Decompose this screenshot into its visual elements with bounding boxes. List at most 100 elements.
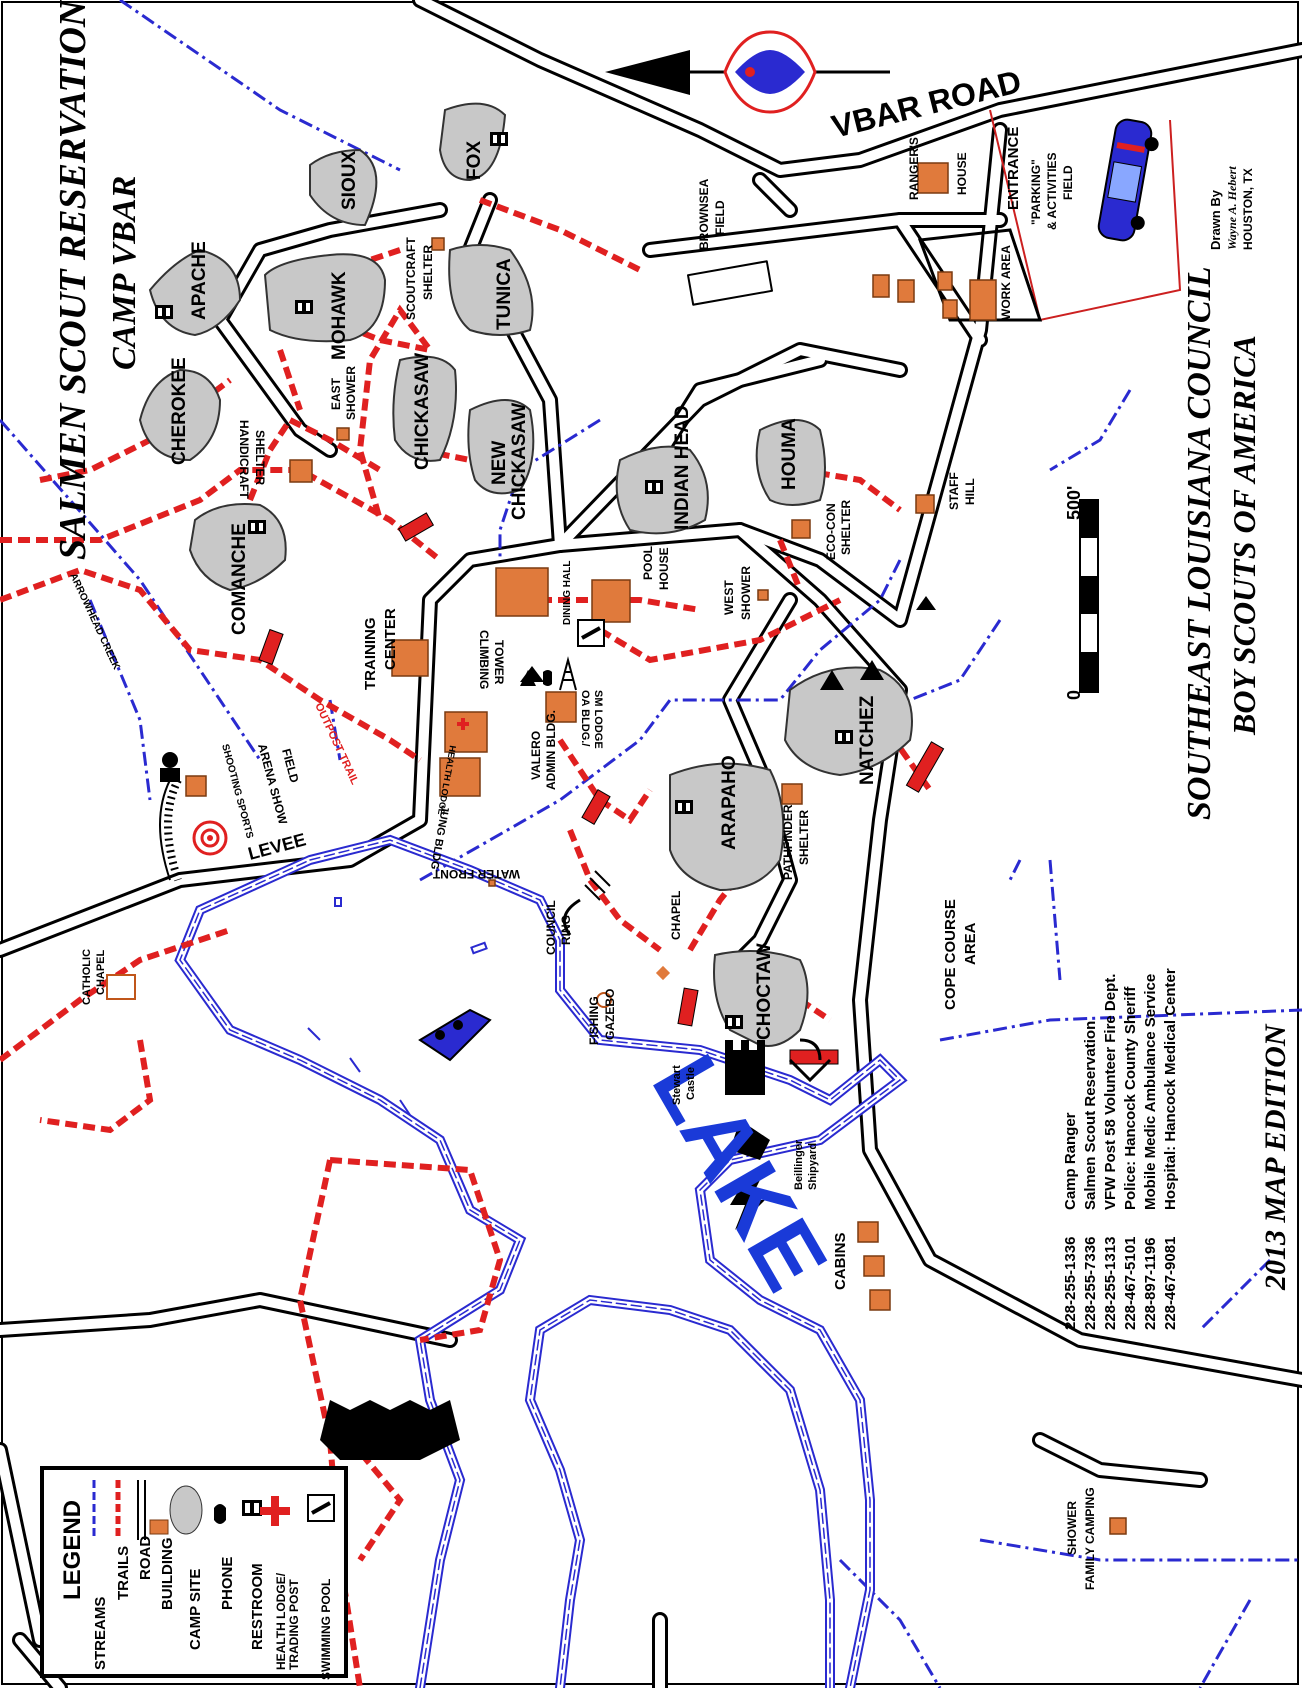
building-dining-hall	[495, 567, 549, 617]
car-icon	[1097, 118, 1159, 242]
building-chapel-marker	[655, 965, 671, 981]
title-reservation: SALMEN SCOUT RESERVATION	[52, 0, 94, 560]
contact-number: 228-255-1313	[1102, 1237, 1119, 1330]
building-catholic-chapel	[106, 974, 136, 1000]
boat-icon	[418, 1008, 492, 1062]
legend-building: BUILDING	[159, 1538, 176, 1611]
label-dining-hall: DINING HALL	[562, 561, 573, 625]
restroom-icons	[155, 132, 853, 1029]
legend-phone: PHONE	[219, 1557, 236, 1610]
building-cabin-3	[869, 1289, 891, 1311]
building-jung	[439, 757, 481, 797]
label-oa-bldg: OA BLDG./	[579, 690, 591, 746]
contact-number: 228-255-7336	[1082, 1237, 1099, 1330]
label-cherokee: CHEROKEE	[169, 357, 190, 465]
label-brownsea: BROWNSEA	[697, 178, 711, 250]
label-sm-lodge: SM LODGE	[592, 690, 604, 749]
label-sioux: SIOUX	[339, 151, 360, 210]
first-aid-icon	[457, 718, 469, 730]
scale-bar: 0 500'	[1064, 486, 1099, 700]
label-shipyard: Shipyard	[807, 1143, 819, 1190]
label-natchez: NATCHEZ	[857, 695, 878, 785]
label-parking: "PARKING"	[1029, 159, 1043, 225]
contact-name: Salmen Scout Reservation	[1082, 1021, 1099, 1210]
label-rangers-house: HOUSE	[955, 152, 969, 195]
scale-max: 500'	[1064, 486, 1084, 520]
campsite-natchez	[783, 666, 913, 777]
label-fox: FOX	[464, 141, 485, 180]
shipyard-icon	[730, 1120, 770, 1230]
contact-number: 228-255-1336	[1062, 1237, 1079, 1330]
author-name: Wayne A. Hebert	[1225, 166, 1239, 250]
building-work-3	[937, 271, 953, 291]
label-admin-bldg: ADMIN BLDG.	[544, 710, 558, 790]
building-oa	[545, 691, 577, 723]
contact-number: 228-467-9081	[1162, 1237, 1179, 1330]
legend-restroom: RESTROOM	[249, 1563, 266, 1650]
chevrons-icon	[584, 870, 611, 901]
canoe-group-icon	[320, 1400, 460, 1460]
label-beillinger: Beillinger	[793, 1139, 805, 1190]
label-west: WEST	[722, 580, 736, 615]
campsite-chickasaw	[392, 355, 457, 462]
label-parking-field: FIELD	[1061, 165, 1075, 200]
label-shower: SHOWER	[1065, 1501, 1079, 1555]
legend: LEGEND STREAMS TRAILS ROAD BUILDING CAMP…	[40, 1466, 348, 1680]
campsite-mohawk	[263, 253, 387, 343]
label-cope-area: AREA	[962, 922, 979, 965]
label-cabins: CABINS	[832, 1232, 849, 1290]
legend-trading-post: TRADING POST	[287, 1579, 301, 1670]
label-training: TRAINING	[362, 618, 379, 691]
label-east: EAST	[329, 377, 343, 410]
label-fishing: FISHING	[587, 996, 601, 1045]
label-gazebo: GAZEBO	[603, 989, 617, 1040]
restroom-icon	[248, 520, 266, 534]
label-scoutcraft-shelter: SHELTER	[421, 245, 435, 300]
label-comanche: COMANCHE	[229, 523, 250, 635]
label-pool: POOL	[641, 546, 655, 580]
label-rangers: RANGER'S	[907, 137, 921, 200]
place-labels: BROWNSEA FIELD RANGER'S HOUSE ENTRANCE "…	[67, 127, 1097, 1590]
building-west-shower	[757, 589, 769, 601]
label-climbing: CLIMBING	[477, 630, 491, 689]
legend-swimming-pool: SWIMMING POOL	[319, 1579, 333, 1680]
label-houma: HOUMA	[779, 418, 800, 490]
label-eco-con-shelter: SHELTER	[839, 500, 853, 555]
legend-health-lodge: HEALTH LODGE/	[274, 1572, 288, 1670]
label-eco-con: ECO-CON	[824, 503, 838, 560]
label-entrance: ENTRANCE	[1005, 127, 1022, 210]
label-council: COUNCIL	[544, 900, 558, 955]
label-handicraft-shelter: SHELTER	[253, 430, 267, 485]
building-pool-house	[591, 579, 631, 623]
label-west-shower: SHOWER	[739, 566, 753, 620]
phone-icon	[543, 670, 552, 686]
label-valero: VALERO	[529, 731, 543, 780]
label-council-ring: RING	[559, 915, 573, 945]
label-catholic-chapel: CHAPEL	[95, 949, 107, 995]
building-training-center	[391, 639, 429, 677]
restroom-icon	[295, 300, 313, 314]
restroom-icon	[725, 1015, 743, 1029]
label-climbing-tower: TOWER	[492, 640, 506, 685]
scale-zero: 0	[1064, 690, 1084, 700]
building-pathfinder	[781, 783, 803, 805]
contact-name: Hospital: Hancock Medical Center	[1162, 968, 1179, 1210]
campsite-tunica	[448, 244, 534, 336]
label-apache: APACHE	[189, 241, 210, 320]
label-brownsea-field: FIELD	[713, 200, 727, 235]
building-work-5	[969, 279, 997, 321]
author-city: HOUSTON, TX	[1241, 168, 1255, 250]
building-health-lodge	[444, 711, 488, 753]
tent-icon	[860, 660, 884, 680]
legend-road: ROAD	[137, 1536, 154, 1580]
label-choctaw: CHOCTAW	[754, 943, 775, 1040]
railroad-track	[159, 778, 182, 882]
label-castle: Castle	[685, 1067, 697, 1100]
building-rangers-house	[917, 162, 949, 194]
contact-number: 228-897-1196	[1142, 1237, 1159, 1330]
label-work-area: WORK AREA	[999, 245, 1013, 320]
edition-label: 2013 MAP EDITION	[1259, 1023, 1292, 1291]
shooter-icon	[160, 752, 180, 782]
campsite-arapaho	[669, 762, 785, 892]
